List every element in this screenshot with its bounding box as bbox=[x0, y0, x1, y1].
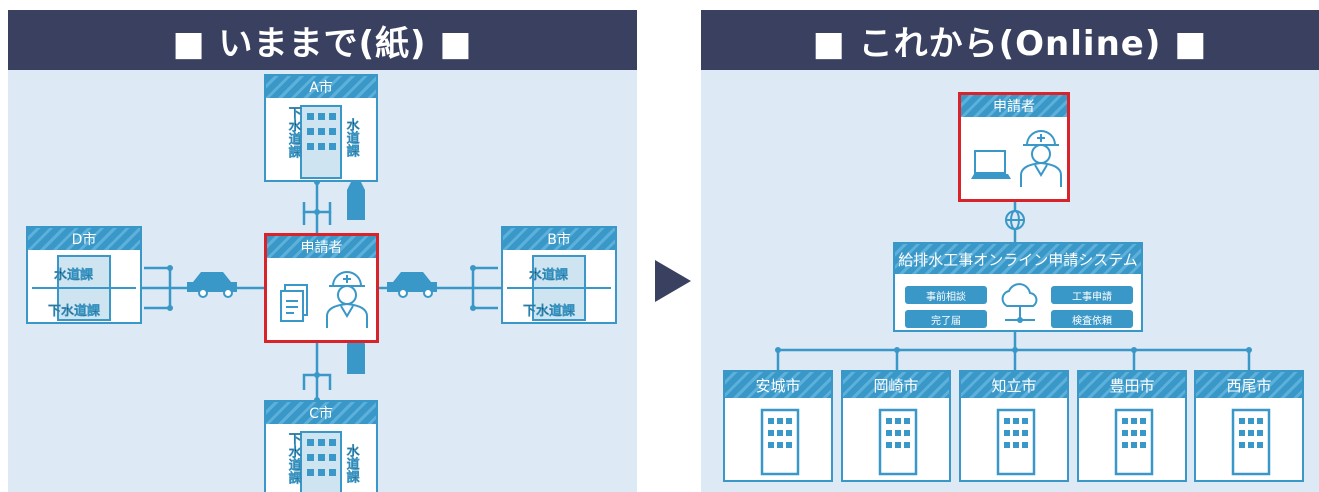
city-name: 豊田市 bbox=[1079, 372, 1185, 398]
play-arrow-icon bbox=[655, 260, 691, 302]
worker-icon bbox=[1020, 130, 1062, 187]
online-system-box: 給排水工事オンライン申請システム 事前相談 工事申請 完了届 検査依頼 bbox=[893, 242, 1143, 332]
service-construction-application: 工事申請 bbox=[1051, 286, 1133, 304]
city-card-nishio: 西尾市 bbox=[1194, 370, 1304, 482]
building-icon bbox=[760, 408, 800, 476]
building-icon bbox=[878, 408, 918, 476]
car-icon bbox=[347, 336, 365, 374]
service-inspection-request: 検査依頼 bbox=[1051, 310, 1133, 328]
dept-label: 下水道課 bbox=[285, 432, 301, 484]
dept-label: 水道課 bbox=[343, 444, 359, 483]
city-name: C市 bbox=[266, 402, 376, 424]
left-panel-body: A市 下水道課 水道課 C市 下水道課 水道課 bbox=[8, 70, 637, 492]
city-card-d: D市 水道課 下水道課 bbox=[26, 226, 142, 324]
city-card-anjo: 安城市 bbox=[723, 370, 833, 482]
building-icon bbox=[1231, 408, 1271, 476]
document-icon bbox=[280, 284, 308, 322]
dept-label: 水道課 bbox=[54, 268, 94, 283]
left-connectors bbox=[124, 179, 508, 403]
city-card-b: B市 水道課 下水道課 bbox=[501, 226, 617, 324]
building-icon bbox=[1114, 408, 1154, 476]
city-card-a: A市 下水道課 水道課 bbox=[264, 74, 378, 182]
applicant-card: 申請者 bbox=[264, 233, 379, 343]
service-pre-consultation: 事前相談 bbox=[905, 286, 987, 304]
city-name: D市 bbox=[28, 228, 140, 250]
building-icon bbox=[996, 408, 1036, 476]
building-icon bbox=[32, 255, 136, 321]
city-name: B市 bbox=[503, 228, 615, 250]
building-icon bbox=[300, 431, 342, 492]
service-completion-report: 完了届 bbox=[905, 310, 987, 328]
globe-icon bbox=[1005, 210, 1025, 230]
left-panel-title: ■ いままで(紙) ■ bbox=[8, 10, 637, 70]
building-icon bbox=[507, 255, 611, 321]
applicant-card: 申請者 bbox=[958, 92, 1070, 202]
city-card-okazaki: 岡崎市 bbox=[841, 370, 951, 482]
dept-label: 下水道課 bbox=[523, 304, 576, 319]
left-panel: ■ いままで(紙) ■ bbox=[8, 10, 637, 492]
right-connectors bbox=[775, 202, 1252, 370]
worker-icon bbox=[326, 271, 368, 328]
car-icon bbox=[347, 182, 365, 220]
city-name: 安城市 bbox=[725, 372, 831, 398]
car-icon bbox=[387, 272, 437, 298]
cloud-icon bbox=[1001, 283, 1038, 323]
city-card-c: C市 下水道課 水道課 bbox=[264, 400, 378, 492]
dept-label: 下水道課 bbox=[285, 106, 301, 158]
city-name: 西尾市 bbox=[1196, 372, 1302, 398]
city-card-chiryu: 知立市 bbox=[959, 370, 1069, 482]
city-card-toyota: 豊田市 bbox=[1077, 370, 1187, 482]
right-panel-body: 申請者 給排水工事オンライン申請システム 事前相談 工事申請 完了届 検査依頼 bbox=[701, 70, 1319, 492]
dept-label: 下水道課 bbox=[48, 304, 101, 319]
car-icon bbox=[187, 272, 237, 298]
applicant-label: 申請者 bbox=[267, 236, 376, 258]
dept-label: 水道課 bbox=[529, 268, 569, 283]
applicant-label: 申請者 bbox=[961, 95, 1067, 117]
dept-label: 水道課 bbox=[343, 118, 359, 157]
laptop-icon bbox=[971, 150, 1011, 179]
city-name: A市 bbox=[266, 76, 376, 98]
city-name: 知立市 bbox=[961, 372, 1067, 398]
building-icon bbox=[300, 105, 342, 179]
right-panel-title: ■ これから(Online) ■ bbox=[701, 10, 1319, 70]
system-name: 給排水工事オンライン申請システム bbox=[895, 244, 1141, 274]
city-name: 岡崎市 bbox=[843, 372, 949, 398]
right-panel: ■ これから(Online) ■ 申請者 bbox=[701, 10, 1319, 492]
